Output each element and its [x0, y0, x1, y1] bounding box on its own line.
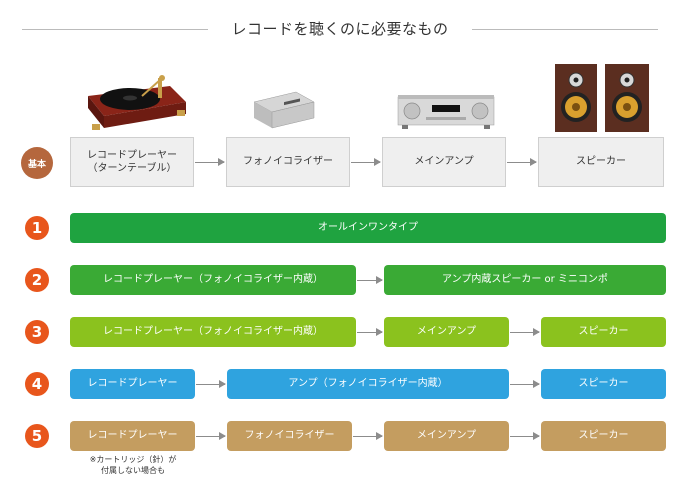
basic-arrow-1 — [195, 158, 225, 166]
basic-arrow-3 — [507, 158, 537, 166]
option-4-arrow-1 — [196, 380, 226, 388]
basic-turntable-box: レコードプレーヤー （ターンテーブル） — [70, 137, 194, 187]
option-5-arrow-3 — [510, 432, 540, 440]
phono-equalizer-icon — [253, 91, 315, 129]
option-3-turntable-box: レコードプレーヤー（フォノイコライザー内蔵） — [70, 317, 356, 347]
option-4-speaker-box: スピーカー — [541, 369, 666, 399]
turntable-icon — [88, 75, 186, 130]
basic-arrow-2 — [351, 158, 381, 166]
option-2-number: 2 — [25, 268, 49, 292]
main-amplifier-icon — [397, 95, 495, 129]
option-2-speaker-box: アンプ内蔵スピーカー or ミニコンポ — [384, 265, 666, 295]
option-4-arrow-2 — [510, 380, 540, 388]
option-5-number: 5 — [25, 424, 49, 448]
option-3-arrow-2 — [510, 328, 540, 336]
option-5-arrow-2 — [353, 432, 383, 440]
speakers-icon — [555, 64, 649, 132]
basic-amp-box: メインアンプ — [382, 137, 506, 187]
option-5-amp-box: メインアンプ — [384, 421, 509, 451]
option-3-arrow-1 — [357, 328, 383, 336]
option-5-speaker-box: スピーカー — [541, 421, 666, 451]
basic-amp-label: メインアンプ — [414, 156, 474, 168]
option-4-amp-box: アンプ（フォノイコライザー内蔵） — [227, 369, 509, 399]
option-5-turntable-box: レコードプレーヤー — [70, 421, 195, 451]
title-rule-right — [472, 29, 658, 30]
option-5-phono-box: フォノイコライザー — [227, 421, 352, 451]
option-1-number: 1 — [25, 216, 49, 240]
title-rule-left — [22, 29, 208, 30]
option-2-arrow-1 — [357, 276, 383, 284]
option-1-all-in-one-box: オールインワンタイプ — [70, 213, 666, 243]
basic-phono-box: フォノイコライザー — [226, 137, 350, 187]
option-4-turntable-box: レコードプレーヤー — [70, 369, 195, 399]
basic-speaker-box: スピーカー — [538, 137, 664, 187]
option-3-amp-box: メインアンプ — [384, 317, 509, 347]
cartridge-note: ※カートリッジ（針）が 付属しない場合も — [89, 455, 177, 475]
basic-turntable-label: レコードプレーヤー （ターンテーブル） — [87, 149, 177, 175]
option-5-arrow-1 — [196, 432, 226, 440]
basic-phono-label: フォノイコライザー — [243, 156, 333, 168]
page-title: レコードを聴くのに必要なもの — [231, 20, 449, 38]
option-2-turntable-box: レコードプレーヤー（フォノイコライザー内蔵） — [70, 265, 356, 295]
basic-badge: 基本 — [21, 147, 53, 179]
option-3-speaker-box: スピーカー — [541, 317, 666, 347]
option-3-number: 3 — [25, 320, 49, 344]
basic-speaker-label: スピーカー — [576, 156, 626, 168]
option-4-number: 4 — [25, 372, 49, 396]
